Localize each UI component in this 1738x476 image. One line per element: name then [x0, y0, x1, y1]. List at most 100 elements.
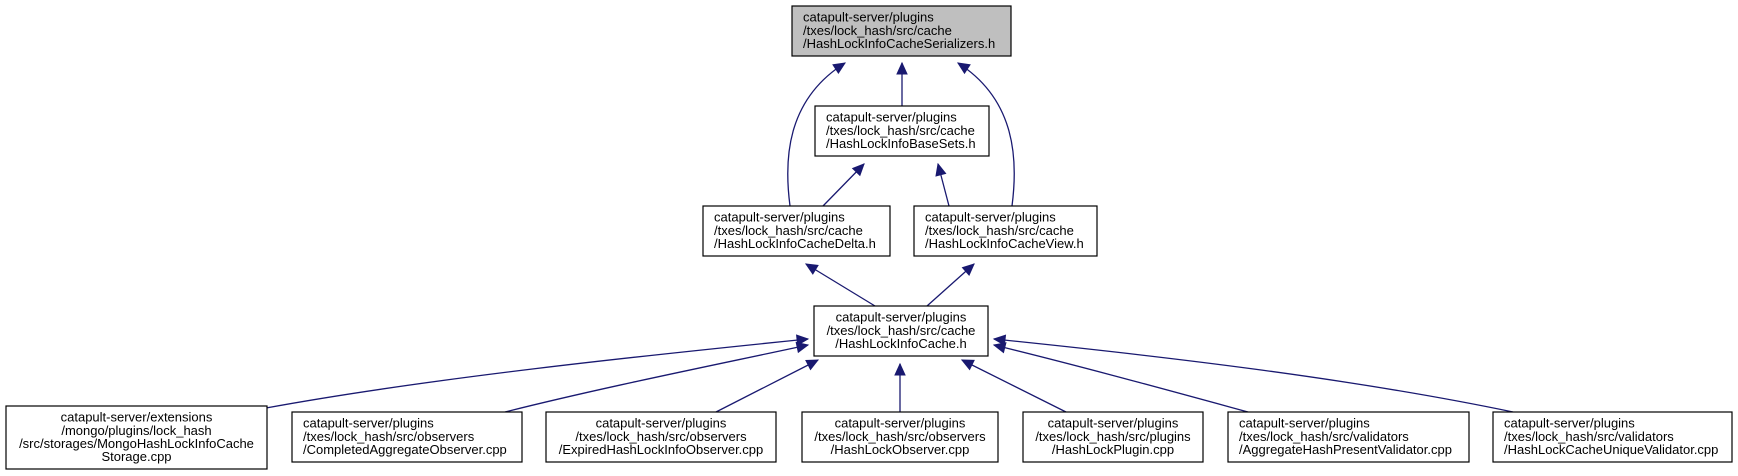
node-box — [545, 411, 777, 463]
edge-line — [787, 62, 846, 207]
arrowhead-icon — [805, 359, 820, 371]
node-box — [791, 5, 1012, 57]
edge-line — [805, 263, 876, 307]
node-label-line: /txes/lock_hash/src/cache — [925, 223, 1074, 238]
edge-line — [993, 344, 1249, 413]
node-label-line: /HashLockInfoCache.h — [835, 336, 967, 351]
node-label-line: /HashLockCacheUniqueValidator.cpp — [1504, 442, 1718, 457]
node-label-line: catapult-server/plugins — [1048, 416, 1179, 431]
arrowhead-icon — [795, 341, 810, 354]
arrowhead-icon — [960, 359, 975, 371]
arrowhead-icon — [992, 342, 1007, 354]
arrowhead-icon — [894, 362, 906, 376]
node-label-line: catapult-server/plugins — [803, 10, 934, 25]
node-mongo[interactable]: catapult-server/extensions/mongo/plugins… — [5, 405, 268, 470]
node-label-line: /ExpiredHashLockInfoObserver.cpp — [559, 442, 764, 457]
node-label-line: /mongo/plugins/lock_hash — [61, 423, 211, 438]
node-basesets[interactable]: catapult-server/plugins/txes/lock_hash/s… — [814, 105, 990, 157]
edge-view-to-basesets — [935, 162, 950, 207]
edge-line — [715, 359, 819, 413]
node-box — [5, 405, 268, 470]
node-label-line: catapult-server/plugins — [925, 210, 1056, 225]
node-cache[interactable]: catapult-server/plugins/txes/lock_hash/s… — [813, 305, 989, 357]
node-expired[interactable]: catapult-server/plugins/txes/lock_hash/s… — [545, 411, 777, 463]
node-box — [291, 411, 523, 463]
node-label-line: /HashLockInfoBaseSets.h — [826, 136, 976, 151]
node-aggvalidator[interactable]: catapult-server/plugins/txes/lock_hash/s… — [1227, 411, 1470, 463]
node-label-line: /txes/lock_hash/src/cache — [714, 223, 863, 238]
edge-aggvalidator-to-cache — [992, 342, 1249, 413]
edge-view-to-serializers — [956, 62, 1015, 207]
node-box — [913, 205, 1098, 257]
node-label-line: /txes/lock_hash/src/validators — [1504, 429, 1674, 444]
node-label-line: Storage.cpp — [101, 449, 171, 464]
arrowhead-icon — [961, 263, 975, 277]
node-uniquevalidator[interactable]: catapult-server/plugins/txes/lock_hash/s… — [1492, 411, 1733, 463]
arrowhead-icon — [804, 263, 819, 275]
edges-layer — [265, 61, 1514, 413]
node-label-line: catapult-server/plugins — [1239, 416, 1370, 431]
node-label-line: catapult-server/plugins — [303, 416, 434, 431]
edge-line — [993, 338, 1514, 413]
arrowhead-icon — [851, 163, 865, 177]
node-label-line: /HashLockPlugin.cpp — [1052, 442, 1174, 457]
node-label-line: /CompletedAggregateObserver.cpp — [303, 442, 507, 457]
node-label-line: /txes/lock_hash/src/cache — [826, 123, 975, 138]
edge-delta-to-basesets — [822, 163, 865, 207]
node-label-line: catapult-server/plugins — [596, 416, 727, 431]
node-box — [1492, 411, 1733, 463]
arrowhead-icon — [935, 162, 947, 177]
node-label-line: /HashLockInfoCacheView.h — [925, 236, 1084, 251]
node-label-line: catapult-server/plugins — [1504, 416, 1635, 431]
node-completed[interactable]: catapult-server/plugins/txes/lock_hash/s… — [291, 411, 523, 463]
node-label-line: /txes/lock_hash/src/observers — [814, 429, 986, 444]
node-view[interactable]: catapult-server/plugins/txes/lock_hash/s… — [913, 205, 1098, 257]
arrowhead-icon — [796, 334, 810, 346]
edge-line — [265, 338, 809, 409]
node-label-line: catapult-server/extensions — [61, 410, 213, 425]
edge-line — [961, 359, 1067, 413]
node-label-line: /txes/lock_hash/src/validators — [1239, 429, 1409, 444]
node-label-line: /txes/lock_hash/src/plugins — [1035, 429, 1191, 444]
node-serializers[interactable]: catapult-server/plugins/txes/lock_hash/s… — [791, 5, 1012, 57]
node-label-line: /txes/lock_hash/src/cache — [803, 23, 952, 38]
node-box — [814, 105, 990, 157]
node-label-line: /txes/lock_hash/src/observers — [575, 429, 747, 444]
node-delta[interactable]: catapult-server/plugins/txes/lock_hash/s… — [702, 205, 891, 257]
edge-line — [504, 344, 809, 413]
edge-delta-to-serializers — [787, 62, 847, 207]
node-label-line: catapult-server/plugins — [714, 210, 845, 225]
edge-mongo-to-cache — [265, 334, 810, 409]
edge-basesets-to-serializers — [896, 61, 908, 106]
node-label-line: /txes/lock_hash/src/cache — [827, 323, 976, 338]
node-box — [1022, 411, 1204, 463]
edge-completed-to-cache — [504, 341, 810, 413]
arrowhead-icon — [956, 62, 971, 75]
node-box — [813, 305, 989, 357]
node-box — [702, 205, 891, 257]
node-plugin[interactable]: catapult-server/plugins/txes/lock_hash/s… — [1022, 411, 1204, 463]
node-box — [801, 411, 999, 463]
edge-observer-to-cache — [894, 362, 906, 412]
arrowhead-icon — [992, 334, 1007, 346]
node-label-line: /HashLockObserver.cpp — [831, 442, 970, 457]
arrowhead-icon — [832, 62, 847, 75]
edge-line — [957, 62, 1015, 207]
edge-cache-to-view — [926, 263, 975, 307]
edge-expired-to-cache — [715, 359, 820, 413]
node-label-line: catapult-server/plugins — [835, 416, 966, 431]
node-label-line: /HashLockInfoCacheDelta.h — [714, 236, 876, 251]
arrowhead-icon — [896, 61, 908, 75]
node-box — [1227, 411, 1470, 463]
node-label-line: /txes/lock_hash/src/observers — [303, 429, 475, 444]
node-label-line: /HashLockInfoCacheSerializers.h — [803, 36, 995, 51]
node-label-line: catapult-server/plugins — [836, 310, 967, 325]
edge-cache-to-delta — [804, 263, 876, 307]
edge-plugin-to-cache — [960, 359, 1067, 413]
node-label-line: /AggregateHashPresentValidator.cpp — [1239, 442, 1452, 457]
nodes-layer: catapult-server/plugins/txes/lock_hash/s… — [5, 5, 1733, 470]
edge-uniquevalidator-to-cache — [992, 334, 1514, 413]
node-label-line: catapult-server/plugins — [826, 110, 957, 125]
node-observer[interactable]: catapult-server/plugins/txes/lock_hash/s… — [801, 411, 999, 463]
